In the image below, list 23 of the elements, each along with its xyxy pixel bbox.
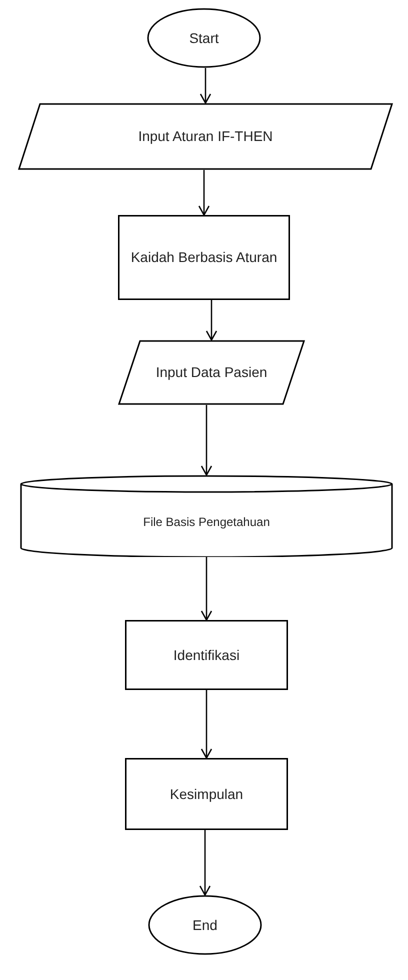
start-terminal	[147, 8, 261, 68]
arrow	[206, 300, 218, 341]
process-box	[125, 620, 288, 690]
node-label: File Basis Pengetahuan	[143, 514, 270, 531]
node-label: Identifikasi	[173, 646, 240, 665]
arrow	[200, 557, 212, 621]
node-label: Input Data Pasien	[156, 363, 268, 382]
node-label: Kaidah Berbasis Aturan	[130, 248, 278, 268]
arrow	[200, 68, 212, 104]
arrow	[198, 170, 210, 216]
input-parallelogram	[18, 103, 393, 170]
process-box	[125, 758, 288, 830]
node-label: Kesimpulan	[170, 784, 244, 804]
end-terminal	[148, 895, 262, 955]
node-label: Input Aturan IF-THEN	[138, 127, 273, 146]
input-parallelogram	[118, 340, 305, 405]
node-label: Start	[189, 28, 219, 48]
database-cylinder	[20, 475, 393, 557]
process-box	[118, 215, 290, 300]
arrow	[199, 830, 211, 896]
arrow	[200, 690, 212, 759]
node-label: End	[192, 916, 218, 935]
arrow	[200, 405, 212, 476]
